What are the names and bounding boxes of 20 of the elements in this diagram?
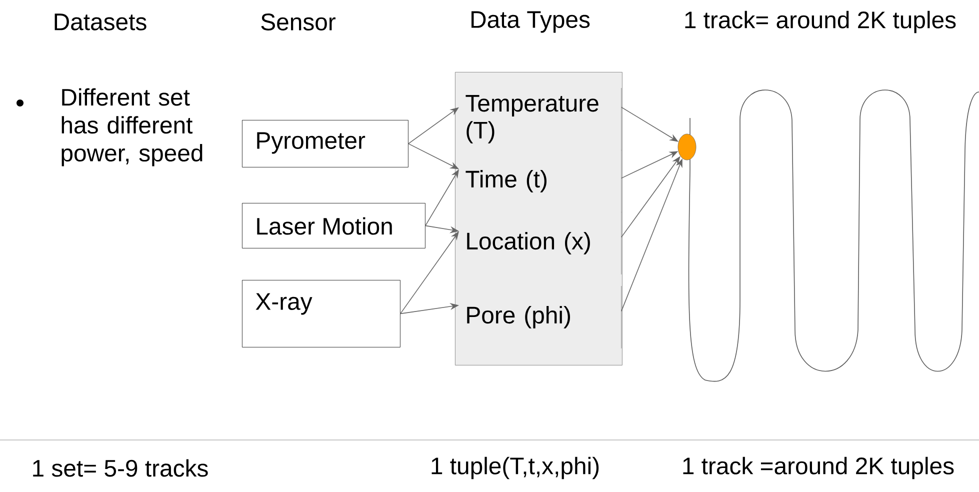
bullet-text: Different set has different power, speed: [62, 88, 202, 166]
data-type-text: Pore (phi): [461, 286, 622, 349]
footer-note: 1 set= 5-9 tracks: [33, 459, 208, 477]
sensor-label: Pyrometer: [257, 132, 366, 154]
data-type-text: Location (x): [461, 212, 622, 275]
column-heading: Datasets: [54, 14, 146, 30]
sensor-box: [242, 120, 408, 168]
arrow: [408, 107, 459, 144]
sensor-box: [242, 203, 426, 248]
data-type-text: Temperature (T): [461, 88, 622, 151]
footer-note: 1 track =around 2K tuples: [683, 456, 954, 480]
sensor-label: Laser Motion: [257, 217, 392, 235]
column-heading: 1 track= around 2K tuples: [685, 10, 956, 34]
column-heading: Sensor: [261, 14, 336, 30]
footer-note: 1 tuple(T,t,x,phi): [432, 456, 599, 480]
sensor-box: [242, 280, 400, 348]
sensor-label: X-ray: [256, 293, 312, 315]
data-type-text: Time (t): [461, 150, 622, 213]
tuple-dot: [678, 134, 696, 160]
column-heading: Data Types: [472, 11, 590, 33]
